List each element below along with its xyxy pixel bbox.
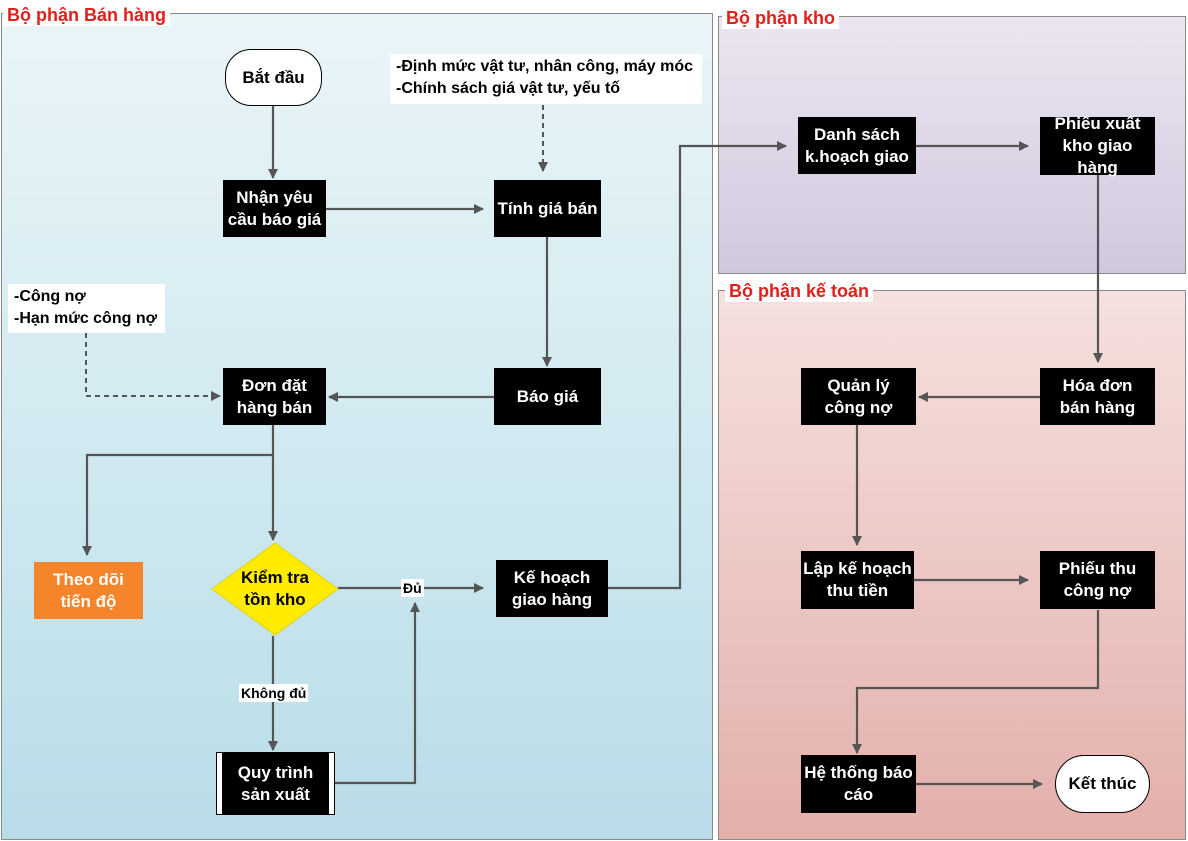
not-enough-label: Không đủ	[239, 684, 309, 702]
delivery-plan-node[interactable]: Kế hoạch giao hàng	[496, 560, 608, 617]
pricing-input-line: -Chính sách giá vật tư, yếu tố	[396, 80, 621, 97]
end-node[interactable]: Kết thúc	[1055, 755, 1150, 813]
debt-management-node[interactable]: Quản lý công nợ	[801, 368, 916, 425]
check-stock-label: Kiểm tra tồn kho	[240, 568, 310, 609]
edge-receipt-report	[852, 610, 1100, 754]
edge-order-track	[82, 453, 273, 556]
track-progress-node[interactable]: Theo dõi tiến độ	[34, 562, 143, 619]
debt-receipt-node[interactable]: Phiếu thu công nợ	[1040, 551, 1155, 609]
debt-input-line: -Công nợ	[14, 288, 86, 305]
edge-deliveryplan-deliverylist	[608, 141, 787, 590]
pricing-inputs-note: -Định mức vật tư, nhân công, máy móc -Ch…	[390, 54, 702, 104]
start-node[interactable]: Bắt đầu	[225, 49, 322, 106]
sales-order-node[interactable]: Đơn đặt hàng bán	[223, 368, 326, 425]
lane-warehouse-title: Bộ phận kho	[722, 7, 839, 29]
debt-inputs-note: -Công nợ -Hạn mức công nợ	[8, 284, 165, 333]
enough-label: Đủ	[401, 579, 424, 597]
pricing-input-line: -Định mức vật tư, nhân công, máy móc	[396, 58, 693, 75]
debt-input-line: -Hạn mức công nợ	[14, 310, 157, 327]
lane-sales	[1, 13, 713, 840]
request-quote-node[interactable]: Nhận yêu cầu báo giá	[223, 180, 326, 237]
delivery-list-node[interactable]: Danh sách k.hoạch giao	[798, 117, 916, 174]
edge-debtnotes-order	[85, 333, 221, 401]
pricing-node[interactable]: Tính giá bán	[494, 180, 601, 237]
quote-node[interactable]: Báo giá	[494, 368, 601, 425]
report-system-node[interactable]: Hệ thống báo cáo	[801, 755, 916, 813]
collection-plan-node[interactable]: Lập kế hoạch thu tiền	[801, 551, 914, 609]
check-stock-decision[interactable]	[210, 541, 340, 637]
production-process-node[interactable]: Quy trình sản xuất	[216, 752, 335, 815]
lane-accounting-title: Bộ phận kế toán	[725, 280, 874, 302]
issue-slip-node[interactable]: Phiếu xuất kho giao hàng	[1040, 114, 1155, 177]
lane-sales-title: Bộ phận Bán hàng	[3, 4, 170, 26]
edge-production-deliveryplan	[334, 602, 420, 785]
invoice-node[interactable]: Hóa đơn bán hàng	[1040, 368, 1155, 425]
